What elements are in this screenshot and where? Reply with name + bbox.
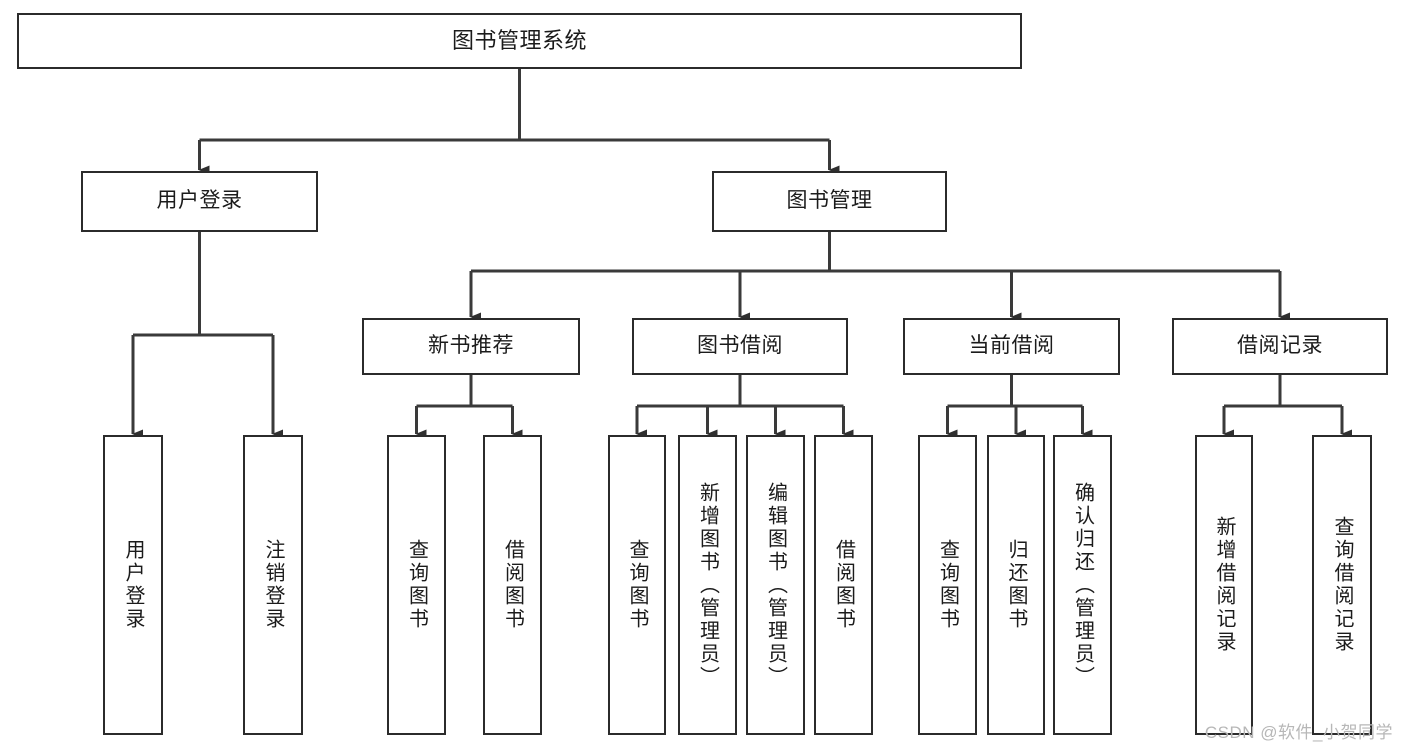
node-f03: 查询图书 — [387, 435, 446, 735]
node-f10: 归还图书 — [987, 435, 1045, 735]
node-f04: 借阅图书 — [483, 435, 542, 735]
node-label: 查询图书 — [405, 539, 428, 631]
node-label: 当前借阅 — [968, 334, 1055, 358]
node-label: 借阅图书 — [501, 539, 524, 631]
node-label: 新书推荐 — [428, 334, 514, 358]
node-f11: 确认归还（管理员） — [1053, 435, 1112, 735]
node-f13: 查询借阅记录 — [1312, 435, 1372, 735]
node-f05: 查询图书 — [608, 435, 666, 735]
node-label: 归还图书 — [1005, 539, 1027, 631]
node-label: 查询借阅记录 — [1331, 516, 1353, 654]
node-label: 确认归还（管理员） — [1071, 481, 1094, 689]
node-label: 查询图书 — [626, 539, 648, 631]
node-f02: 注销登录 — [243, 435, 303, 735]
node-f07: 编辑图书（管理员） — [746, 435, 805, 735]
tree-connectors — [131, 69, 1352, 439]
node-l1a: 用户登录 — [81, 171, 318, 232]
node-label: 用户登录 — [122, 539, 144, 631]
node-label: 注销登录 — [262, 539, 284, 631]
node-label: 新增借阅记录 — [1213, 516, 1235, 654]
node-f06: 新增图书（管理员） — [678, 435, 737, 735]
node-l2d: 借阅记录 — [1172, 318, 1388, 375]
node-label: 编辑图书（管理员） — [764, 481, 787, 689]
node-label: 借阅记录 — [1237, 334, 1323, 358]
node-l2a: 新书推荐 — [362, 318, 580, 375]
node-f12: 新增借阅记录 — [1195, 435, 1253, 735]
node-l2b: 图书借阅 — [632, 318, 848, 375]
node-label: 查询图书 — [936, 539, 959, 631]
node-label: 新增图书（管理员） — [696, 481, 719, 689]
node-f09: 查询图书 — [918, 435, 977, 735]
node-l1b: 图书管理 — [712, 171, 947, 232]
node-label: 图书管理 — [786, 189, 873, 213]
node-root: 图书管理系统 — [17, 13, 1022, 69]
node-label: 用户登录 — [156, 189, 243, 213]
node-label: 借阅图书 — [832, 539, 855, 631]
node-label: 图书借阅 — [697, 334, 783, 358]
node-l2c: 当前借阅 — [903, 318, 1120, 375]
node-label: 图书管理系统 — [451, 27, 587, 53]
node-f08: 借阅图书 — [814, 435, 873, 735]
node-f01: 用户登录 — [103, 435, 163, 735]
